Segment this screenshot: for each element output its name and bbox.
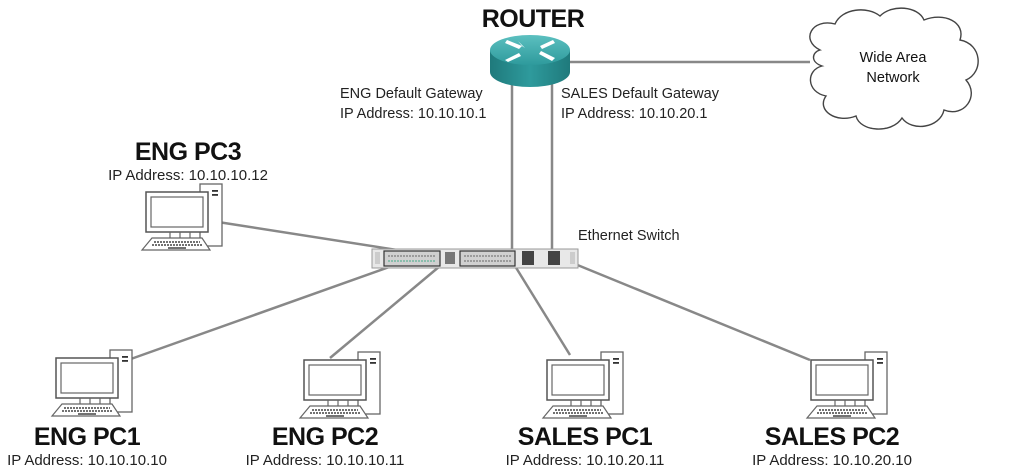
- sales-pc1-icon: [542, 351, 624, 419]
- eng-pc1-label: ENG PC1 IP Address: 10.10.10.10: [7, 425, 167, 473]
- link-sales-pc2: [574, 262, 811, 362]
- eng-gateway-label: ENG Default Gateway IP Address: 10.10.10…: [340, 84, 486, 124]
- eng-pc3-name: ENG PC3: [134, 138, 242, 166]
- link-eng-pc1: [127, 264, 393, 362]
- eng-pc2-icon: [299, 351, 381, 419]
- link-eng-pc2: [329, 265, 441, 359]
- eng-pc1-icon: [51, 349, 133, 417]
- eng-pc2-label: ENG PC2 IP Address: 10.10.10.11: [246, 425, 405, 473]
- link-eng-pc3: [217, 220, 411, 254]
- wan-label-line2: Network: [866, 70, 920, 86]
- sales-gateway-ip: IP Address: 10.10.20.1: [561, 106, 708, 122]
- link-sales-pc1: [513, 265, 572, 356]
- wan-cloud-icon: [809, 7, 979, 130]
- sales-pc2-label: SALES PC2 IP Address: 10.10.20.10: [752, 425, 912, 473]
- sales-pc2-ip: IP Address: 10.10.20.10: [752, 452, 912, 469]
- eng-gateway-ip: IP Address: 10.10.10.1: [340, 106, 487, 122]
- wan-label: Wide Area Network: [860, 48, 927, 88]
- ethernet-switch-icon: [371, 248, 579, 269]
- eng-pc3-icon: [141, 183, 223, 251]
- wan-label-line1: Wide Area: [859, 50, 927, 66]
- eng-pc1-ip: IP Address: 10.10.10.10: [7, 452, 167, 469]
- sales-pc2-icon: [806, 351, 888, 419]
- sales-pc1-ip: IP Address: 10.10.20.11: [505, 452, 665, 469]
- sales-pc1-label: SALES PC1 IP Address: 10.10.20.11: [506, 425, 665, 473]
- eng-pc1-name: ENG PC1: [33, 423, 141, 451]
- eng-pc2-name: ENG PC2: [271, 423, 379, 451]
- router-icon: [490, 35, 570, 87]
- sales-pc2-name: SALES PC2: [764, 423, 900, 451]
- router-title: ROUTER: [481, 5, 585, 33]
- eng-pc3-ip: IP Address: 10.10.10.12: [108, 167, 268, 184]
- eng-pc2-ip: IP Address: 10.10.10.11: [245, 452, 405, 469]
- sales-pc1-name: SALES PC1: [517, 423, 653, 451]
- eng-gateway-title: ENG Default Gateway: [340, 86, 483, 102]
- eng-pc3-label: ENG PC3 IP Address: 10.10.10.12: [108, 138, 268, 184]
- sales-gateway-label: SALES Default Gateway IP Address: 10.10.…: [561, 84, 719, 124]
- switch-label: Ethernet Switch: [578, 228, 680, 244]
- sales-gateway-title: SALES Default Gateway: [561, 86, 719, 102]
